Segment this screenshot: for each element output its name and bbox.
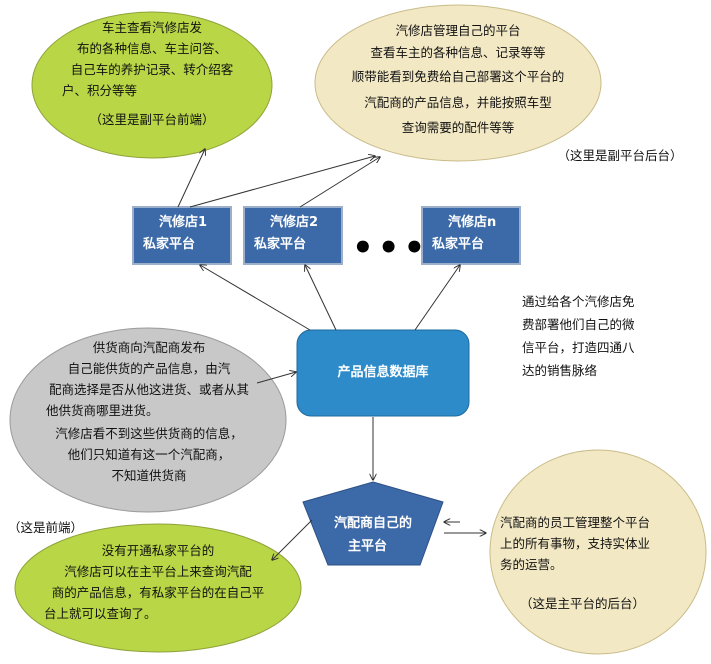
shop2-line-1: 汽修店2 (270, 215, 319, 230)
arrow-db-to-shop1 (200, 265, 311, 331)
gray-line-1: 供货商向汽配商发布 (92, 340, 206, 355)
arrow-shop1-to-topright (189, 156, 375, 208)
main-platform-shape (302, 481, 444, 566)
side-note-line-3: 信平台，打造四通八 (522, 340, 635, 355)
arrow-db-to-shopn (414, 265, 460, 331)
shopn-line-2: 私家平台 (432, 237, 485, 252)
front-label: （这是前端） (8, 520, 84, 535)
arrow-main-to-bottomleft (272, 519, 313, 560)
main-platform-line-1: 汽配商自己的 (333, 516, 412, 531)
ellipsis-dots: ••• (352, 228, 430, 268)
top-left-line-3: 自己车的养护记录、转介绍客 (70, 62, 234, 77)
bottom-right-line-1: 汽配商的员工管理整个平台 (500, 515, 651, 530)
arrow-shop2-to-topright (299, 157, 380, 208)
bottom-left-line-2: 汽修店可以在主平台上来查询汽配 (64, 564, 252, 579)
top-right-note: （这里是副平台后台） (557, 148, 683, 163)
bottom-right-bubble-shape (489, 449, 707, 655)
top-right-line-2: 查看车主的各种信息、记录等等 (370, 45, 546, 60)
top-right-line-4: 汽配商的产品信息，并能按照车型 (364, 95, 552, 110)
top-left-bubble-text: 车主查看汽修店发 布的各种信息、车主问答、 自己车的养护记录、转介绍客 户、积分… (42, 17, 262, 130)
main-platform-line-2: 主平台 (348, 539, 388, 554)
shop2-line-2: 私家平台 (254, 237, 307, 252)
side-note-line-4: 达的销售脉络 (522, 363, 598, 378)
gray-line-3: 配商选择是否从他这进货、或者从其 (48, 382, 249, 397)
arrow-shop1-to-topleft (177, 149, 205, 208)
bottom-left-bubble-shape (14, 523, 302, 653)
shopn-line-1: 汽修店n (448, 215, 497, 230)
bottom-left-bubble-text: 没有开通私家平台的 汽修店可以在主平台上来查询汽配 商的产品信息，有私家平台的在… (24, 540, 292, 624)
top-left-note: （这里是副平台前端） (89, 112, 215, 127)
product-db-label: 产品信息数据库 (337, 365, 429, 380)
bottom-right-note: （这是主平台的后台） (520, 596, 646, 611)
shop2-box-shape (243, 206, 343, 265)
gray-line-6: 他们只知道有这一个汽配商， (67, 447, 231, 462)
side-note-line-1: 通过给各个汽修店免 (522, 294, 635, 309)
top-right-line-5: 查询需要的配件等等 (401, 120, 515, 135)
gray-line-7: 不知道供货商 (111, 468, 187, 483)
shopn-box-shape (421, 206, 521, 265)
shop1-box-shape (132, 206, 232, 265)
bottom-right-line-2: 上的所有事物，支持实体业 (500, 536, 651, 551)
top-right-bubble-text: 汽修店管理自己的平台 查看车主的各种信息、记录等等 顺带能看到免费给自己部署这个… (322, 20, 594, 140)
bottom-left-line-4: 台上就可以查询了。 (44, 606, 157, 621)
gray-bubble-text: 供货商向汽配商发布 自己能供货的产品信息，由汽 配商选择是否从他这进货、或者从其… (18, 337, 280, 486)
main-platform-label: 汽配商自己的 主平台 (318, 512, 428, 558)
side-note-text: 通过给各个汽修店免 费部署他们自己的微 信平台，打造四通八 达的销售脉络 (522, 290, 672, 382)
arrow-db-to-shop2 (305, 265, 337, 331)
bottom-right-line-3: 务的运营。 (500, 557, 563, 572)
top-left-line-4: 户、积分等等 (62, 83, 138, 98)
bottom-left-line-1: 没有开通私家平台的 (101, 543, 215, 558)
side-note-line-2: 费部署他们自己的微 (522, 317, 635, 332)
bottom-right-bubble-text: 汽配商的员工管理整个平台 上的所有事物，支持实体业 务的运营。 （这是主平台的后… (500, 512, 696, 614)
shop1-line-1: 汽修店1 (159, 215, 208, 230)
top-right-bubble-shape (314, 4, 602, 162)
shop2-label: 汽修店2 私家平台 (254, 212, 338, 256)
arrow-gray-to-db (256, 372, 296, 384)
gray-line-2: 自己能供货的产品信息，由汽 (67, 361, 231, 376)
shop1-line-2: 私家平台 (143, 237, 196, 252)
top-right-line-3: 顺带能看到免费给自己部署这个平台的 (351, 69, 565, 84)
top-right-line-1: 汽修店管理自己的平台 (395, 23, 521, 38)
top-left-line-1: 车主查看汽修店发 (101, 20, 202, 35)
gray-line-5: 汽修店看不到这些供货商的信息， (55, 426, 243, 441)
top-left-bubble-shape (31, 11, 273, 159)
top-left-line-2: 布的各种信息、车主问答、 (76, 41, 227, 56)
shopn-label: 汽修店n 私家平台 (432, 212, 516, 256)
shop1-label: 汽修店1 私家平台 (143, 212, 227, 256)
gray-bubble-shape (9, 327, 287, 513)
gray-line-4: 他供货商哪里进货。 (46, 403, 159, 418)
bottom-left-line-3: 商的产品信息，有私家平台的在自己平 (51, 585, 265, 600)
